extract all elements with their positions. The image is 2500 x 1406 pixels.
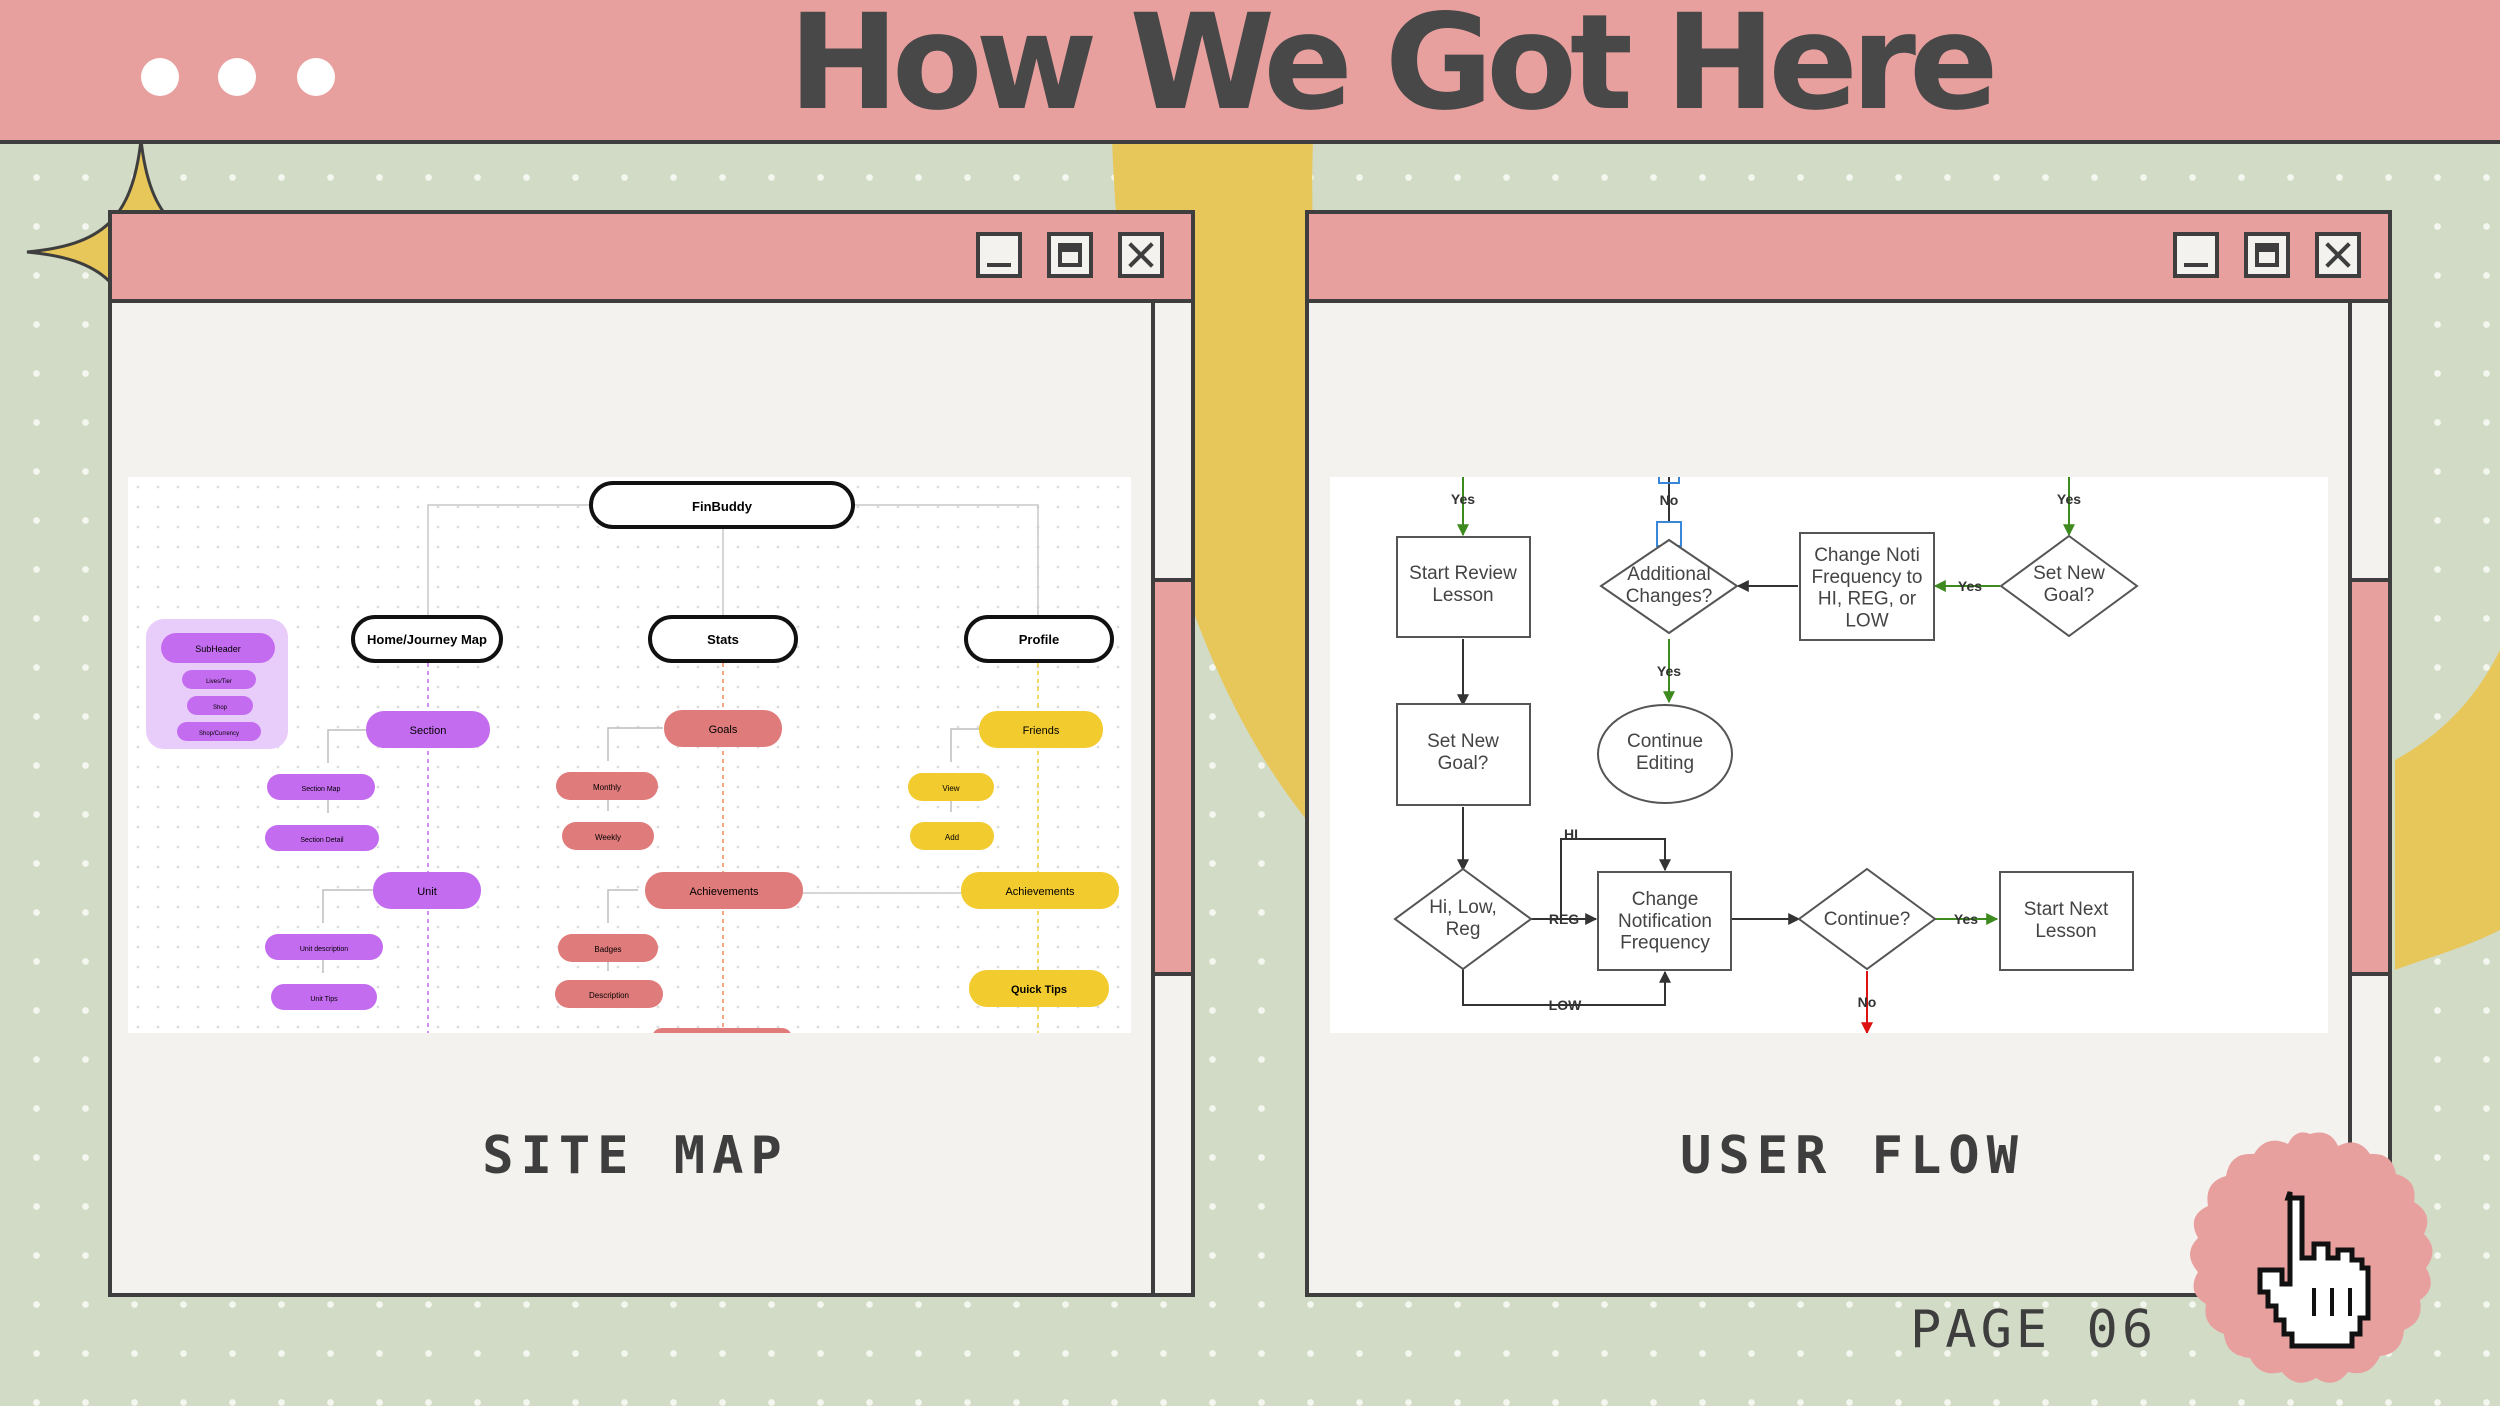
label-reg: REG [1549,911,1579,927]
node-section-detail: Section Detail [300,837,344,844]
node-quick-tips: Quick Tips [1011,984,1067,996]
label-yes: Yes [1657,663,1681,679]
label-yes: Yes [1954,911,1978,927]
node-unit-tips: Unit Tips [310,996,338,1003]
flow-continue-q: Continue? [1824,909,1911,930]
header-bar: How We Got Here [0,0,2500,144]
user-flow-image: Yes No Yes Yes Yes HI REG LOW Yes No Sta [1330,477,2328,1033]
label-yes: Yes [2057,491,2081,507]
label-no: No [1660,492,1679,508]
page-number: PAGE 06 [1910,1300,2157,1360]
node-home: Home/Journey Map [367,632,487,647]
window-dot [141,58,179,96]
node-badges: Badges [594,945,621,954]
site-map-image: FinBuddy Home/Journey Map Stats Profile … [128,477,1131,1033]
node-view: View [942,784,959,793]
node-monthly: Monthly [593,783,621,792]
node-profile: Profile [1019,632,1059,647]
scrollbar-thumb[interactable] [2352,578,2388,976]
window-titlebar [1309,214,2388,303]
node-friends: Friends [1023,725,1060,737]
legend-subheader: SubHeader [195,644,241,654]
legend-shop-currency: Shop/Currency [199,731,239,737]
yellow-arc-right-shape [2395,650,2500,970]
node-stats: Stats [707,632,739,647]
window-dot [297,58,335,96]
close-button[interactable] [2315,232,2361,278]
node-achievements-stats: Achievements [689,886,759,898]
node-add: Add [945,833,959,842]
page-title: How We Got Here [400,0,2380,138]
node-finbuddy: FinBuddy [692,499,753,514]
site-map-caption: SITE MAP [112,1126,1159,1186]
minimize-button[interactable] [2173,232,2219,278]
label-yes: Yes [1451,491,1475,507]
close-button[interactable] [1118,232,1164,278]
legend-lives: Lives/Tier [206,679,232,685]
label-yes: Yes [1958,578,1982,594]
node-unit-description: Unit description [300,946,348,953]
label-no: No [1858,994,1877,1010]
label-low: LOW [1549,997,1582,1013]
node-goals: Goals [709,724,738,736]
maximize-button[interactable] [2244,232,2290,278]
node-section-map: Section Map [302,786,341,793]
node-achievements-profile: Achievements [1005,886,1075,898]
cursor-badge [2178,1128,2442,1392]
label-hi: HI [1564,826,1578,842]
node-section: Section [410,725,447,737]
window-dot [218,58,256,96]
legend-shop: Shop [213,705,228,711]
node-description: Description [589,991,629,1000]
scrollbar-thumb[interactable] [1155,578,1191,976]
node-unit: Unit [417,886,437,898]
window-titlebar [112,214,1191,303]
maximize-button[interactable] [1047,232,1093,278]
minimize-button[interactable] [976,232,1022,278]
node-weekly: Weekly [595,833,621,842]
